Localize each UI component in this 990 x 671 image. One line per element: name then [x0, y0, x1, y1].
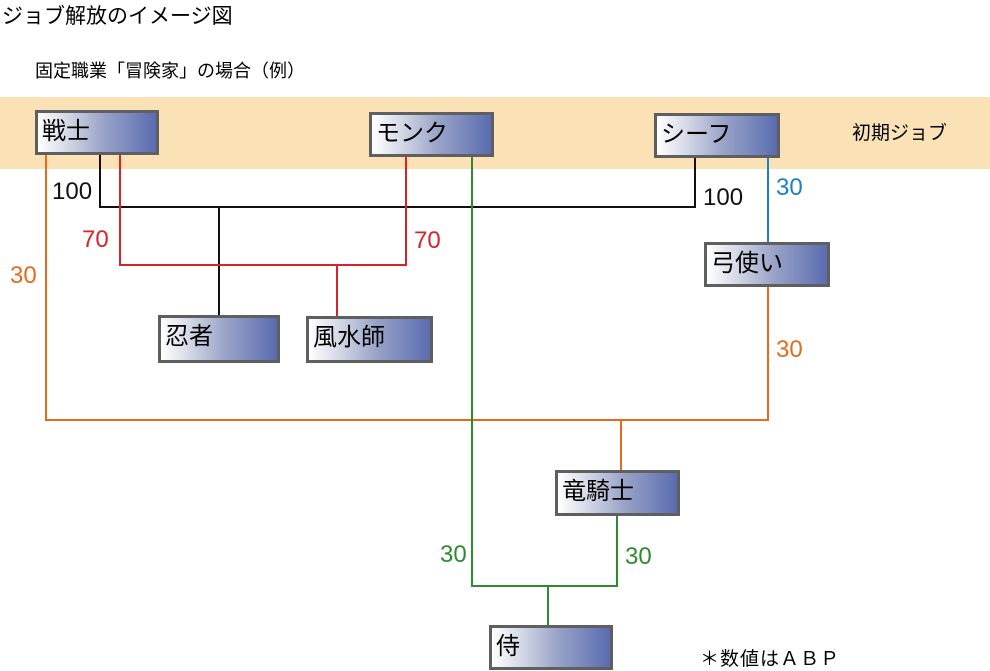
value-ranger-dragoon: 30 — [776, 336, 803, 363]
geomancer-connector-line — [119, 152, 407, 266]
initial-jobs-band — [0, 97, 990, 169]
job-monk[interactable]: モンク — [369, 112, 494, 157]
page-title: ジョブ解放のイメージ図 — [2, 4, 233, 28]
samurai-connector-line — [471, 152, 618, 587]
value-monk-samurai: 30 — [440, 541, 467, 568]
abp-note: ＊数値はＡＢＰ — [700, 648, 841, 670]
value-warrior-ninja: 100 — [52, 178, 93, 205]
value-thief-ranger: 30 — [776, 174, 803, 201]
dragoon-connector-line — [45, 152, 769, 421]
ninja-connector-line — [99, 152, 696, 208]
diagram-subtitle: 固定職業「冒険家」の場合（例） — [35, 61, 305, 82]
value-dragoon-samurai: 30 — [625, 543, 652, 570]
value-thief-ninja: 100 — [703, 184, 744, 211]
value-warrior-dragoon: 30 — [10, 262, 37, 289]
job-warrior[interactable]: 戦士 — [35, 110, 159, 155]
job-thief[interactable]: シーフ — [654, 113, 780, 158]
job-geomancer[interactable]: 風水師 — [306, 316, 433, 363]
initial-jobs-label: 初期ジョブ — [852, 122, 948, 144]
job-ninja[interactable]: 忍者 — [158, 315, 280, 363]
job-samurai[interactable]: 侍 — [489, 625, 613, 670]
job-ranger[interactable]: 弓使い — [704, 242, 830, 287]
job-dragoon[interactable]: 竜騎士 — [555, 470, 680, 516]
value-warrior-geomancer: 70 — [82, 226, 109, 253]
value-monk-geomancer: 70 — [414, 227, 441, 254]
